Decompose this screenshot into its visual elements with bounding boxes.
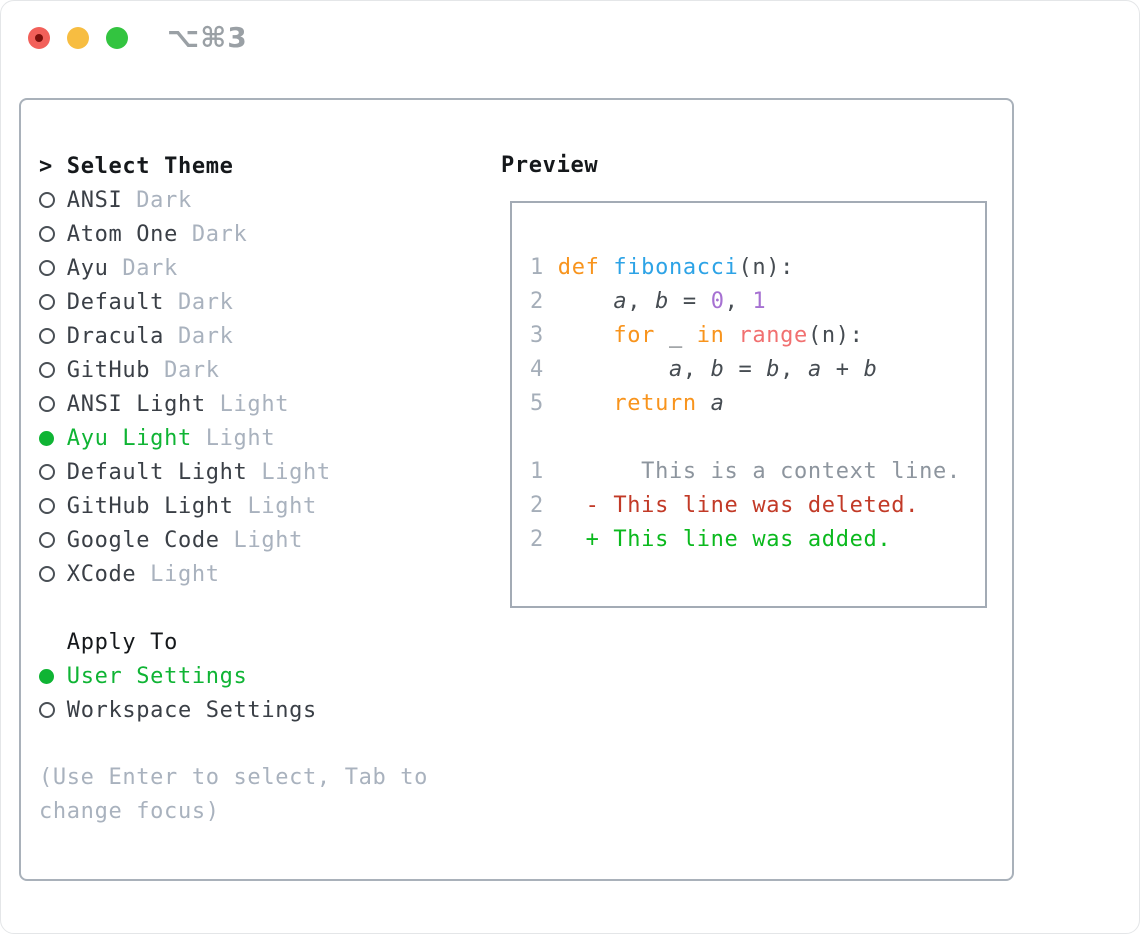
code-token: a: [710, 391, 725, 416]
radio-marker-icon: [39, 260, 67, 276]
code-token: _: [655, 323, 697, 348]
code-token: b: [766, 357, 781, 382]
code-token: b: [710, 357, 725, 382]
code-token: [558, 357, 669, 382]
theme-picker-title: Select Theme: [66, 153, 234, 179]
code-token: This is a context line.: [557, 459, 961, 484]
code-token: (n):: [807, 323, 864, 348]
code-token: 1: [752, 289, 767, 314]
radio-marker-icon: [39, 566, 67, 582]
code-token: range: [738, 323, 808, 348]
code-token: [697, 391, 711, 416]
unsaved-changes-dot-icon: [35, 34, 43, 42]
theme-picker-header: > Select Theme: [39, 149, 331, 183]
code-token: [725, 323, 739, 348]
radio-marker-icon: [39, 430, 67, 446]
diff-preview: 1 This is a context line. 2 - This line …: [530, 455, 961, 557]
help-text: (Use Enter to select, Tab to change focu…: [39, 761, 428, 829]
radio-marker-icon: [39, 396, 67, 412]
code-line: 4 a, b = b, a + b: [530, 353, 877, 387]
diff-deleted-line: 2 - This line was deleted.: [530, 489, 961, 523]
code-line: 5 return a: [530, 387, 877, 421]
apply-to-title: Apply To: [66, 629, 178, 655]
radio-marker-icon: [39, 294, 67, 310]
code-token: (n):: [738, 255, 795, 280]
line-number: 2: [530, 289, 544, 314]
preview-title: Preview: [501, 153, 599, 178]
code-token: 0: [710, 289, 725, 314]
line-number: 2: [530, 493, 544, 518]
code-token: [558, 289, 614, 314]
line-number: 5: [530, 391, 544, 416]
radio-marker-icon: [39, 226, 67, 242]
code-line: 3 for _ in range(n):: [530, 319, 877, 353]
code-token: ,: [724, 289, 753, 314]
code-token: a: [613, 289, 628, 314]
code-token: a: [668, 357, 683, 382]
apply-option-user-settings[interactable]: User Settings: [39, 659, 317, 693]
line-number: 4: [530, 357, 544, 382]
line-number: 2: [530, 527, 544, 552]
radio-marker-icon: [39, 192, 67, 208]
code-token: =: [669, 289, 711, 314]
code-token: a: [807, 357, 822, 382]
line-number: 1: [530, 459, 544, 484]
code-token: [558, 323, 614, 348]
code-token: =: [724, 357, 767, 382]
help-text-line2: change focus): [39, 799, 220, 824]
code-token: b: [863, 357, 878, 382]
radio-marker-icon: [39, 498, 67, 514]
window-title: ⌥⌘3: [167, 21, 248, 54]
close-button-icon[interactable]: [28, 27, 50, 49]
line-number: 1: [530, 255, 544, 280]
diff-context-line: 1 This is a context line.: [530, 455, 961, 489]
zoom-button-icon[interactable]: [106, 27, 128, 49]
code-token: ,: [682, 357, 711, 382]
apply-to-section: Apply To User Settings Workspace Setting…: [39, 625, 317, 727]
code-token: b: [655, 289, 669, 314]
code-token: def: [557, 255, 614, 280]
code-token: fibonacci: [613, 255, 739, 280]
apply-option-workspace-settings[interactable]: Workspace Settings: [39, 693, 317, 727]
radio-marker-icon: [39, 464, 67, 480]
code-token: ,: [780, 357, 808, 382]
code-token: - This line was deleted.: [557, 493, 920, 518]
code-token: [558, 391, 614, 416]
focus-prompt-icon: >: [39, 153, 53, 179]
radio-marker-icon: [39, 668, 67, 684]
help-text-line1: (Use Enter to select, Tab to: [39, 765, 429, 790]
line-number: 3: [530, 323, 544, 348]
radio-marker-icon: [39, 328, 67, 344]
code-token: ,: [627, 289, 656, 314]
radio-marker-icon: [39, 702, 67, 718]
code-line: 1 def fibonacci(n):: [530, 251, 877, 285]
code-token: for: [613, 323, 656, 348]
radio-marker-icon: [39, 362, 67, 378]
preview-pane: [510, 201, 987, 608]
minimize-button-icon[interactable]: [67, 27, 89, 49]
code-token: return: [613, 391, 697, 416]
radio-marker-icon: [39, 532, 67, 548]
code-token: in: [696, 323, 725, 348]
code-token: +: [821, 357, 864, 382]
code-token: + This line was added.: [557, 527, 892, 552]
diff-added-line: 2 + This line was added.: [530, 523, 961, 557]
code-line: 2 a, b = 0, 1: [530, 285, 877, 319]
